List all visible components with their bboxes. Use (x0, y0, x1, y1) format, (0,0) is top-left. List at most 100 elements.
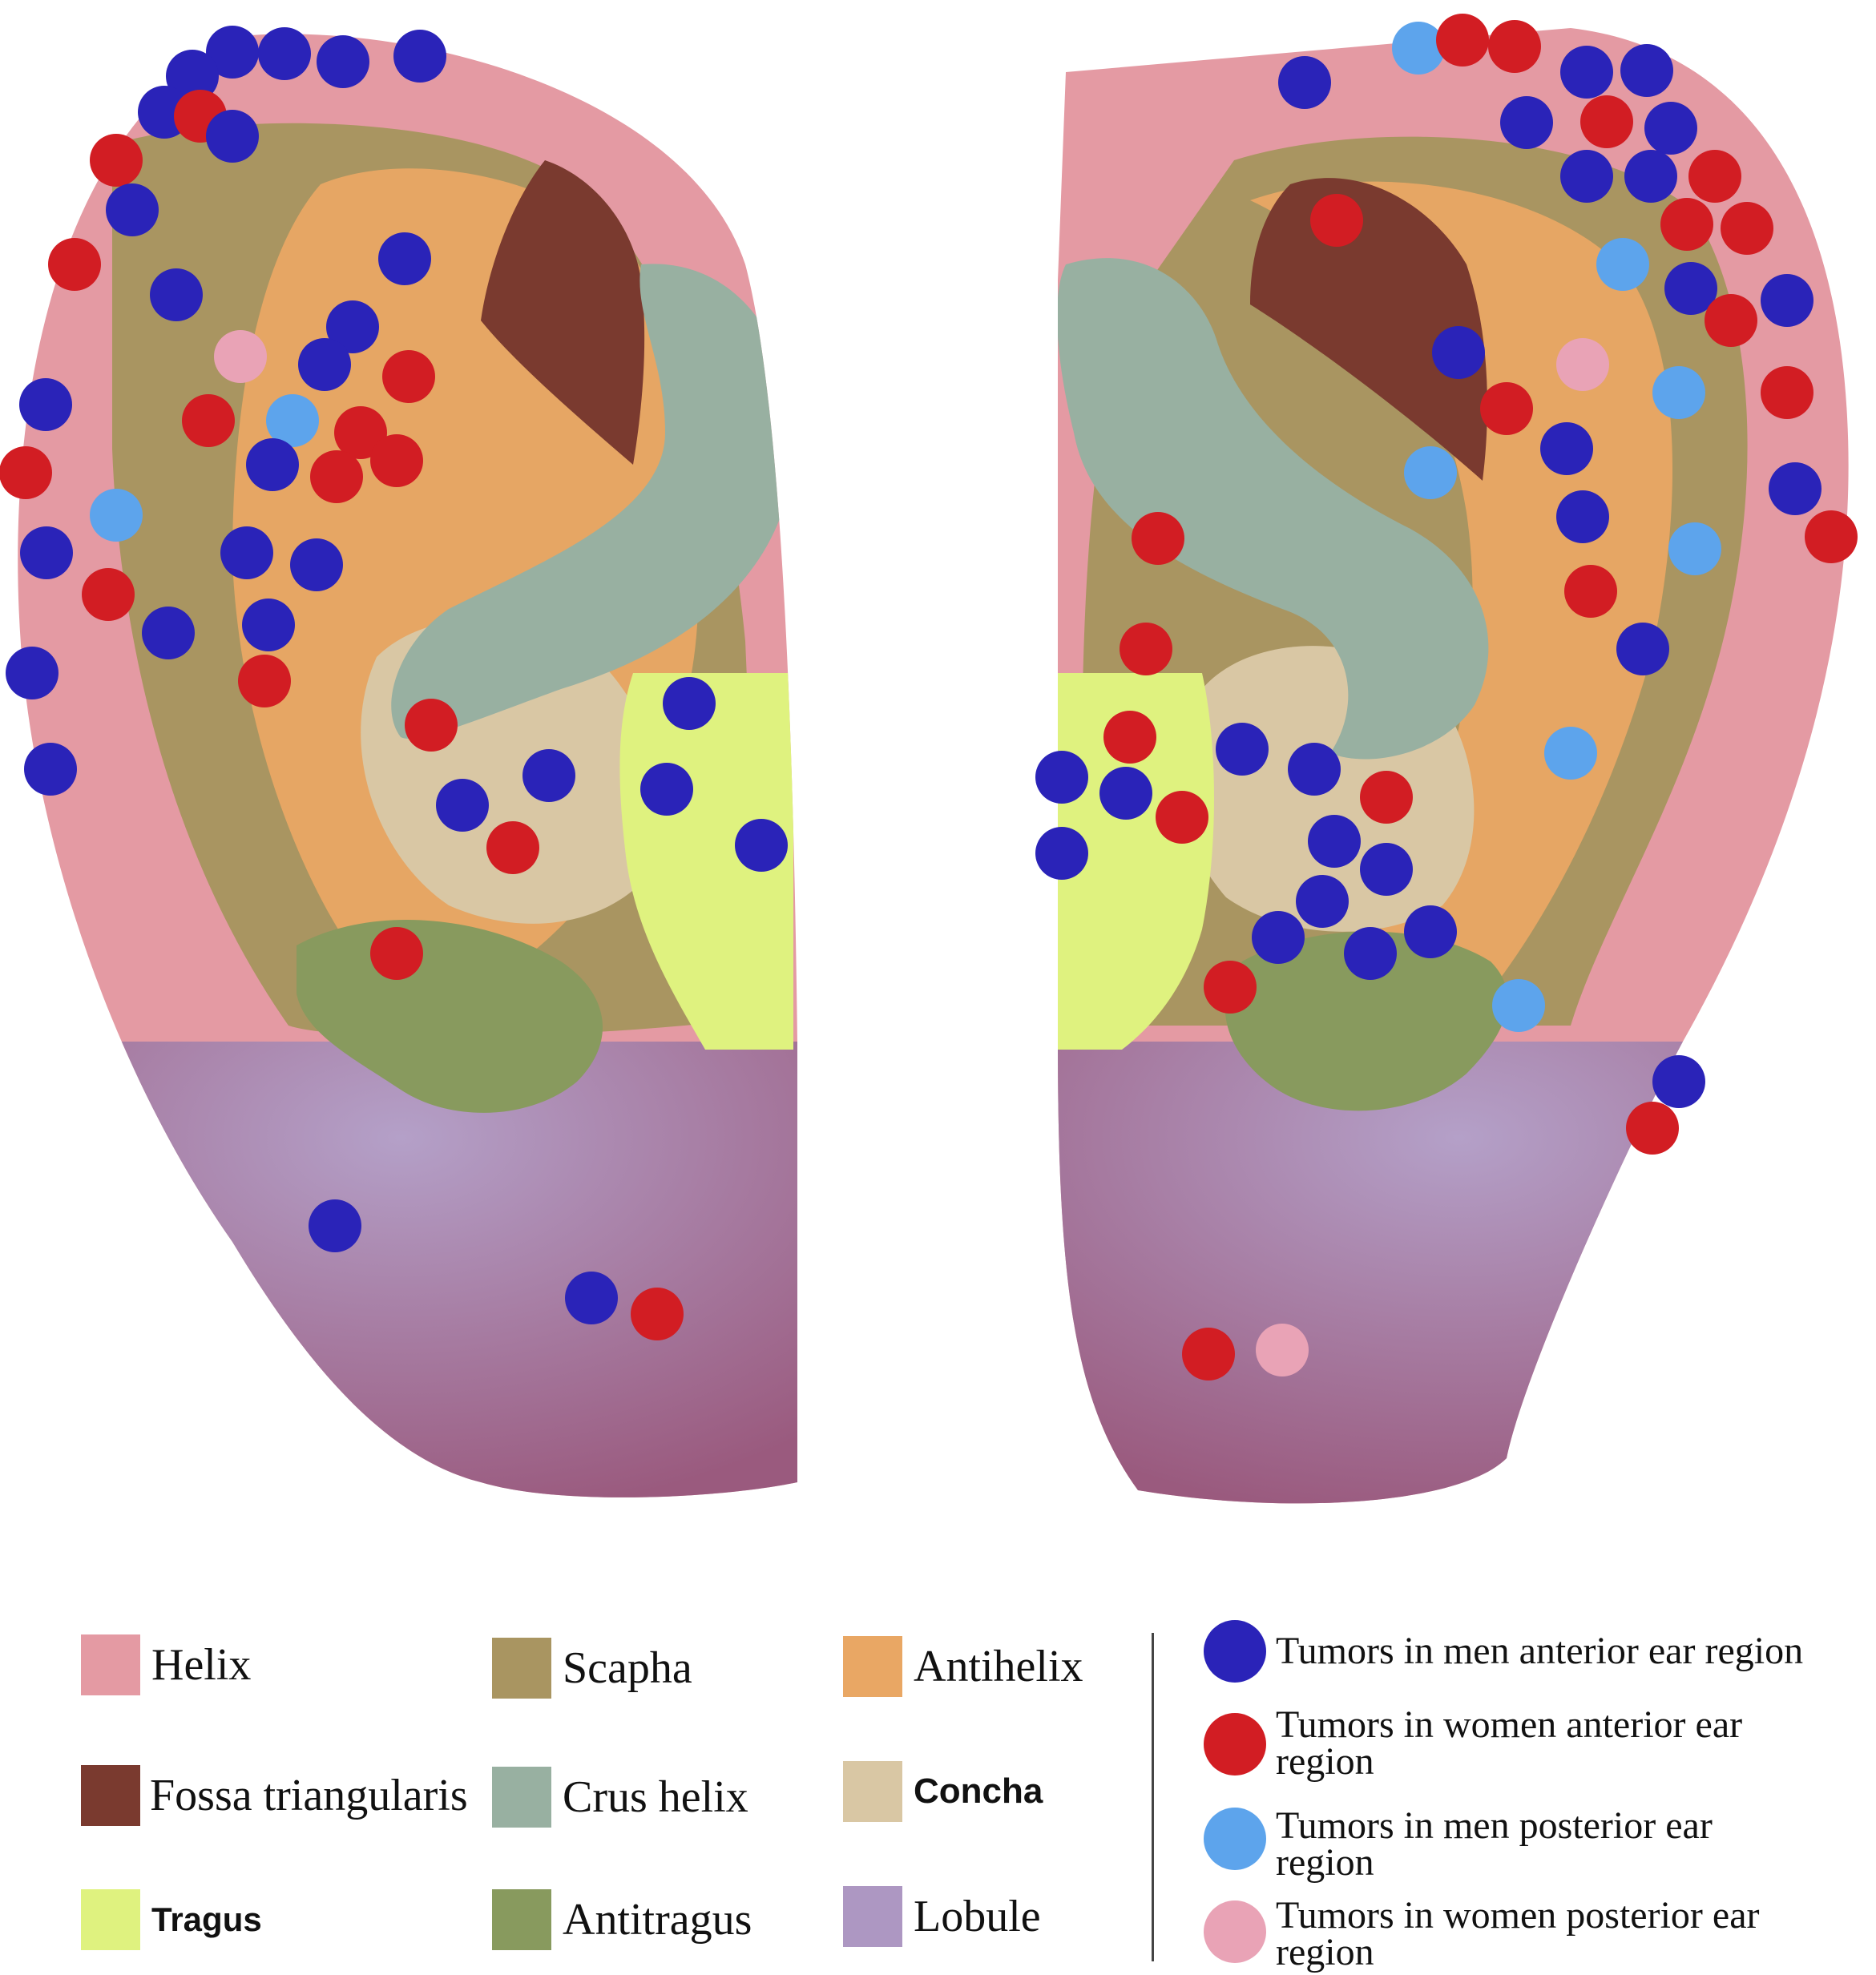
tumor-dot-men-anterior (1360, 843, 1413, 896)
left-antitragus-region (297, 919, 603, 1113)
tumor-dot-men-anterior (1404, 905, 1457, 958)
tumor-dot-women-anterior (1721, 202, 1773, 255)
women-posterior-legend-label: Tumors in women posterior ear region (1276, 1894, 1760, 1973)
tumor-dot-men-posterior (1492, 979, 1545, 1032)
concha-swatch (843, 1761, 902, 1822)
tumor-dot-women-anterior (631, 1288, 684, 1340)
tumor-dot-men-anterior (24, 743, 77, 796)
tumor-dot-men-anterior (522, 749, 575, 802)
tumor-dot-women-posterior (1556, 338, 1609, 391)
tumor-dot-men-anterior (1540, 422, 1593, 475)
tumor-dot-women-anterior (82, 568, 135, 621)
tumor-dot-women-anterior (1626, 1102, 1679, 1155)
antitragus-swatch (492, 1889, 551, 1950)
tumor-dot-women-anterior (182, 394, 235, 447)
legend-item-helix: Helix (81, 1634, 251, 1695)
tumor-dot-men-anterior (150, 268, 203, 321)
tumor-dot-men-anterior (317, 35, 369, 88)
tumor-dot-men-anterior (6, 647, 58, 699)
legend-item-scapha: Scapha (492, 1638, 692, 1699)
tumor-dot-men-anterior (1652, 1055, 1705, 1108)
tumor-dot-men-anterior (1288, 743, 1341, 796)
scapha-label: Scapha (563, 1643, 692, 1693)
tumor-dot-men-anterior (1620, 44, 1673, 97)
tumor-dot-men-anterior (106, 183, 159, 236)
legend-item-tragus: Tragus (81, 1889, 262, 1950)
helix-label: Helix (151, 1640, 252, 1690)
tumor-dot-men-posterior (90, 489, 143, 542)
lobule-label: Lobule (914, 1892, 1041, 1941)
tumor-dot-men-anterior (378, 232, 431, 285)
right-tragus-region (1058, 673, 1214, 1050)
tumor-dot-women-anterior (334, 406, 387, 459)
right-antitragus-region (1224, 931, 1508, 1111)
tumor-dot-men-anterior (206, 26, 259, 79)
tumor-dot-men-posterior (1596, 238, 1649, 291)
tumor-dot-women-anterior (1120, 623, 1172, 675)
tumor-dot-men-anterior (1308, 815, 1361, 868)
tumor-dot-women-anterior (405, 699, 458, 752)
tumor-dot-men-anterior (1624, 150, 1677, 203)
tumor-dot-men-anterior (1216, 723, 1269, 776)
women-anterior-legend-label: Tumors in women anterior ear region (1276, 1703, 1743, 1783)
tumor-dot-men-anterior (1644, 102, 1697, 155)
tragus-swatch (81, 1889, 140, 1950)
tumor-dot-men-anterior (1769, 462, 1822, 515)
tumor-dot-men-anterior (298, 338, 351, 391)
tumor-dot-men-anterior (142, 607, 195, 659)
tumor-dot-men-anterior (326, 300, 379, 353)
tumor-dot-men-anterior (1278, 56, 1331, 109)
scapha-swatch (492, 1638, 551, 1699)
tumor-dot-women-anterior (1564, 565, 1617, 618)
tumor-dot-women-anterior (486, 821, 539, 874)
lobule-swatch (843, 1886, 902, 1947)
tumor-dot-men-posterior (1392, 22, 1445, 75)
tumor-dot-women-anterior (1761, 366, 1813, 419)
legend-divider (1152, 1633, 1154, 1961)
tumor-dot-men-anterior (1296, 875, 1349, 928)
men-anterior-legend-dot (1204, 1620, 1266, 1683)
left-fossa-triangularis-region (481, 160, 645, 465)
antihelix-label: Antihelix (914, 1642, 1083, 1691)
tumor-dot-men-anterior (735, 819, 788, 872)
fossa-triangularis-label: Fossa triangularis (150, 1771, 468, 1820)
tumor-dot-men-anterior (1761, 274, 1813, 327)
tumor-dot-men-anterior (393, 30, 446, 83)
tumor-dot-men-posterior (1652, 366, 1705, 419)
right-antihelix-region (1250, 181, 1673, 1002)
tumor-dot-men-anterior (640, 763, 693, 816)
tumor-dot-women-anterior (1480, 382, 1533, 435)
fossa-triangularis-swatch (81, 1765, 140, 1826)
tumor-dot-women-anterior (370, 927, 423, 980)
tumor-dot-men-anterior (1556, 490, 1609, 543)
antihelix-swatch (843, 1636, 902, 1697)
tumor-dot-men-anterior (309, 1199, 361, 1252)
tumor-dot-men-anterior (290, 538, 343, 591)
tumor-dot-women-anterior (90, 134, 143, 187)
tumor-dot-women-anterior (238, 655, 291, 707)
tumor-dot-men-anterior (1099, 767, 1152, 820)
tumor-dot-women-anterior (370, 434, 423, 487)
right-crus-helix-region (1058, 258, 1489, 760)
tragus-label: Tragus (151, 1900, 262, 1938)
tumor-dot-men-posterior (1544, 727, 1597, 780)
tumor-dot-women-anterior (1660, 198, 1713, 251)
tumor-dot-men-anterior (1560, 150, 1613, 203)
concha-label: Concha (914, 1771, 1043, 1811)
tumor-dot-women-posterior (214, 330, 267, 383)
women-anterior-legend-dot (1204, 1713, 1266, 1775)
tumor-dot-women-anterior (0, 446, 52, 499)
tumor-dot-men-anterior (20, 526, 73, 579)
tumor-dot-women-anterior (1436, 14, 1489, 67)
tumor-dot-women-anterior (1805, 510, 1858, 563)
tumor-dot-men-anterior (242, 599, 295, 651)
tumor-dot-women-posterior (1256, 1324, 1309, 1376)
tumor-dot-women-anterior (1705, 294, 1757, 347)
left-lobule-region (18, 1042, 797, 1497)
crus-helix-swatch (492, 1767, 551, 1828)
tumor-dot-women-anterior (1688, 150, 1741, 203)
tumor-dot-men-anterior (246, 438, 299, 491)
tumor-dot-women-anterior (310, 450, 363, 503)
tumor-dot-men-anterior (220, 526, 273, 579)
